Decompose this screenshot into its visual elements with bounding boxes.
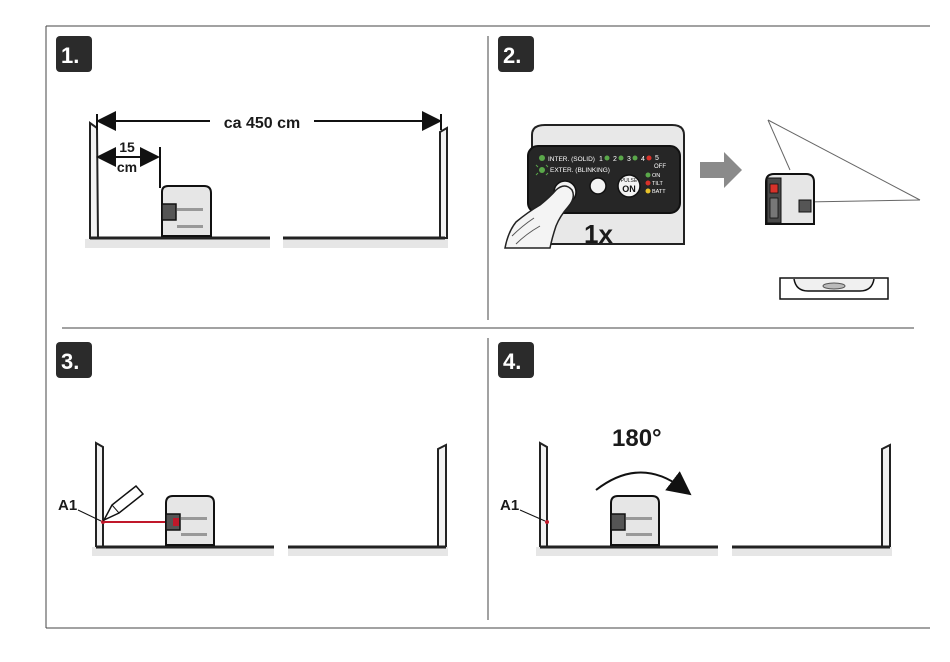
step-2-label: 2. — [503, 43, 521, 68]
step-1-badge: 1. — [56, 36, 92, 72]
floor-shadow-left — [85, 239, 270, 248]
secondary-button[interactable] — [590, 178, 606, 194]
right-wall — [438, 445, 446, 547]
press-count-label: 1x — [584, 219, 613, 249]
on-button-label: ON — [622, 184, 636, 194]
floor-shadow-right — [283, 239, 448, 248]
off-label: OFF — [654, 164, 666, 170]
step-3-label: 3. — [61, 349, 79, 374]
status-tilt-led — [646, 181, 651, 186]
status-tilt-label: TILT — [652, 181, 664, 187]
rotate-arrow-icon — [596, 472, 682, 490]
mode-number-1: 1 — [599, 156, 603, 163]
mode-led-1 — [605, 156, 610, 161]
right-wall — [882, 445, 890, 547]
next-arrow-icon — [700, 152, 742, 188]
level-vial-icon — [780, 278, 888, 299]
mode-number-4: 4 — [641, 156, 645, 163]
distance-label: ca 450 cm — [224, 115, 301, 132]
left-wall — [96, 443, 103, 547]
step-2-badge: 2. — [498, 36, 534, 72]
step-1-panel: 1. ca 450 cm 15 cm — [56, 36, 448, 248]
mark-label-a1: A1 — [58, 497, 77, 514]
status-on-led — [646, 173, 651, 178]
exter-label: EXTER. (BLINKING) — [550, 167, 610, 174]
step-2-panel: 2. INTER. (SOLID) EXTER. (BLINKING) 1 2 … — [498, 36, 920, 299]
mode-number-2: 2 — [613, 156, 617, 163]
mode-led-3 — [633, 156, 638, 161]
step-4-badge: 4. — [498, 342, 534, 378]
step-3-badge: 3. — [56, 342, 92, 378]
left-wall — [540, 443, 547, 547]
offset-value: 15 — [119, 139, 135, 155]
rotation-label: 180° — [612, 425, 662, 452]
step-4-panel: 4. A1 180° — [498, 342, 892, 556]
laser-device-icon — [162, 186, 211, 236]
mark-point — [545, 520, 549, 524]
status-on-label: ON — [652, 173, 660, 179]
pencil-icon — [104, 486, 143, 520]
left-wall — [90, 123, 98, 238]
led-inter-icon — [539, 155, 545, 161]
status-batt-label: BATT — [652, 189, 666, 195]
offset-unit: cm — [117, 159, 137, 175]
step-1-label: 1. — [61, 43, 79, 68]
laser-device-icon — [611, 496, 659, 545]
laser-device-small-icon — [766, 174, 814, 224]
right-wall — [440, 128, 447, 238]
mark-label-a1: A1 — [500, 497, 519, 514]
mode-number-3: 3 — [627, 156, 631, 163]
status-batt-led — [646, 189, 651, 194]
laser-device-icon — [166, 496, 214, 545]
mode-led-2 — [619, 156, 624, 161]
step-4-label: 4. — [503, 349, 521, 374]
inter-label: INTER. (SOLID) — [548, 156, 595, 163]
mode-number-5: 5 — [655, 155, 659, 162]
mode-led-4 — [647, 156, 652, 161]
step-3-panel: 3. A1 — [56, 342, 448, 556]
